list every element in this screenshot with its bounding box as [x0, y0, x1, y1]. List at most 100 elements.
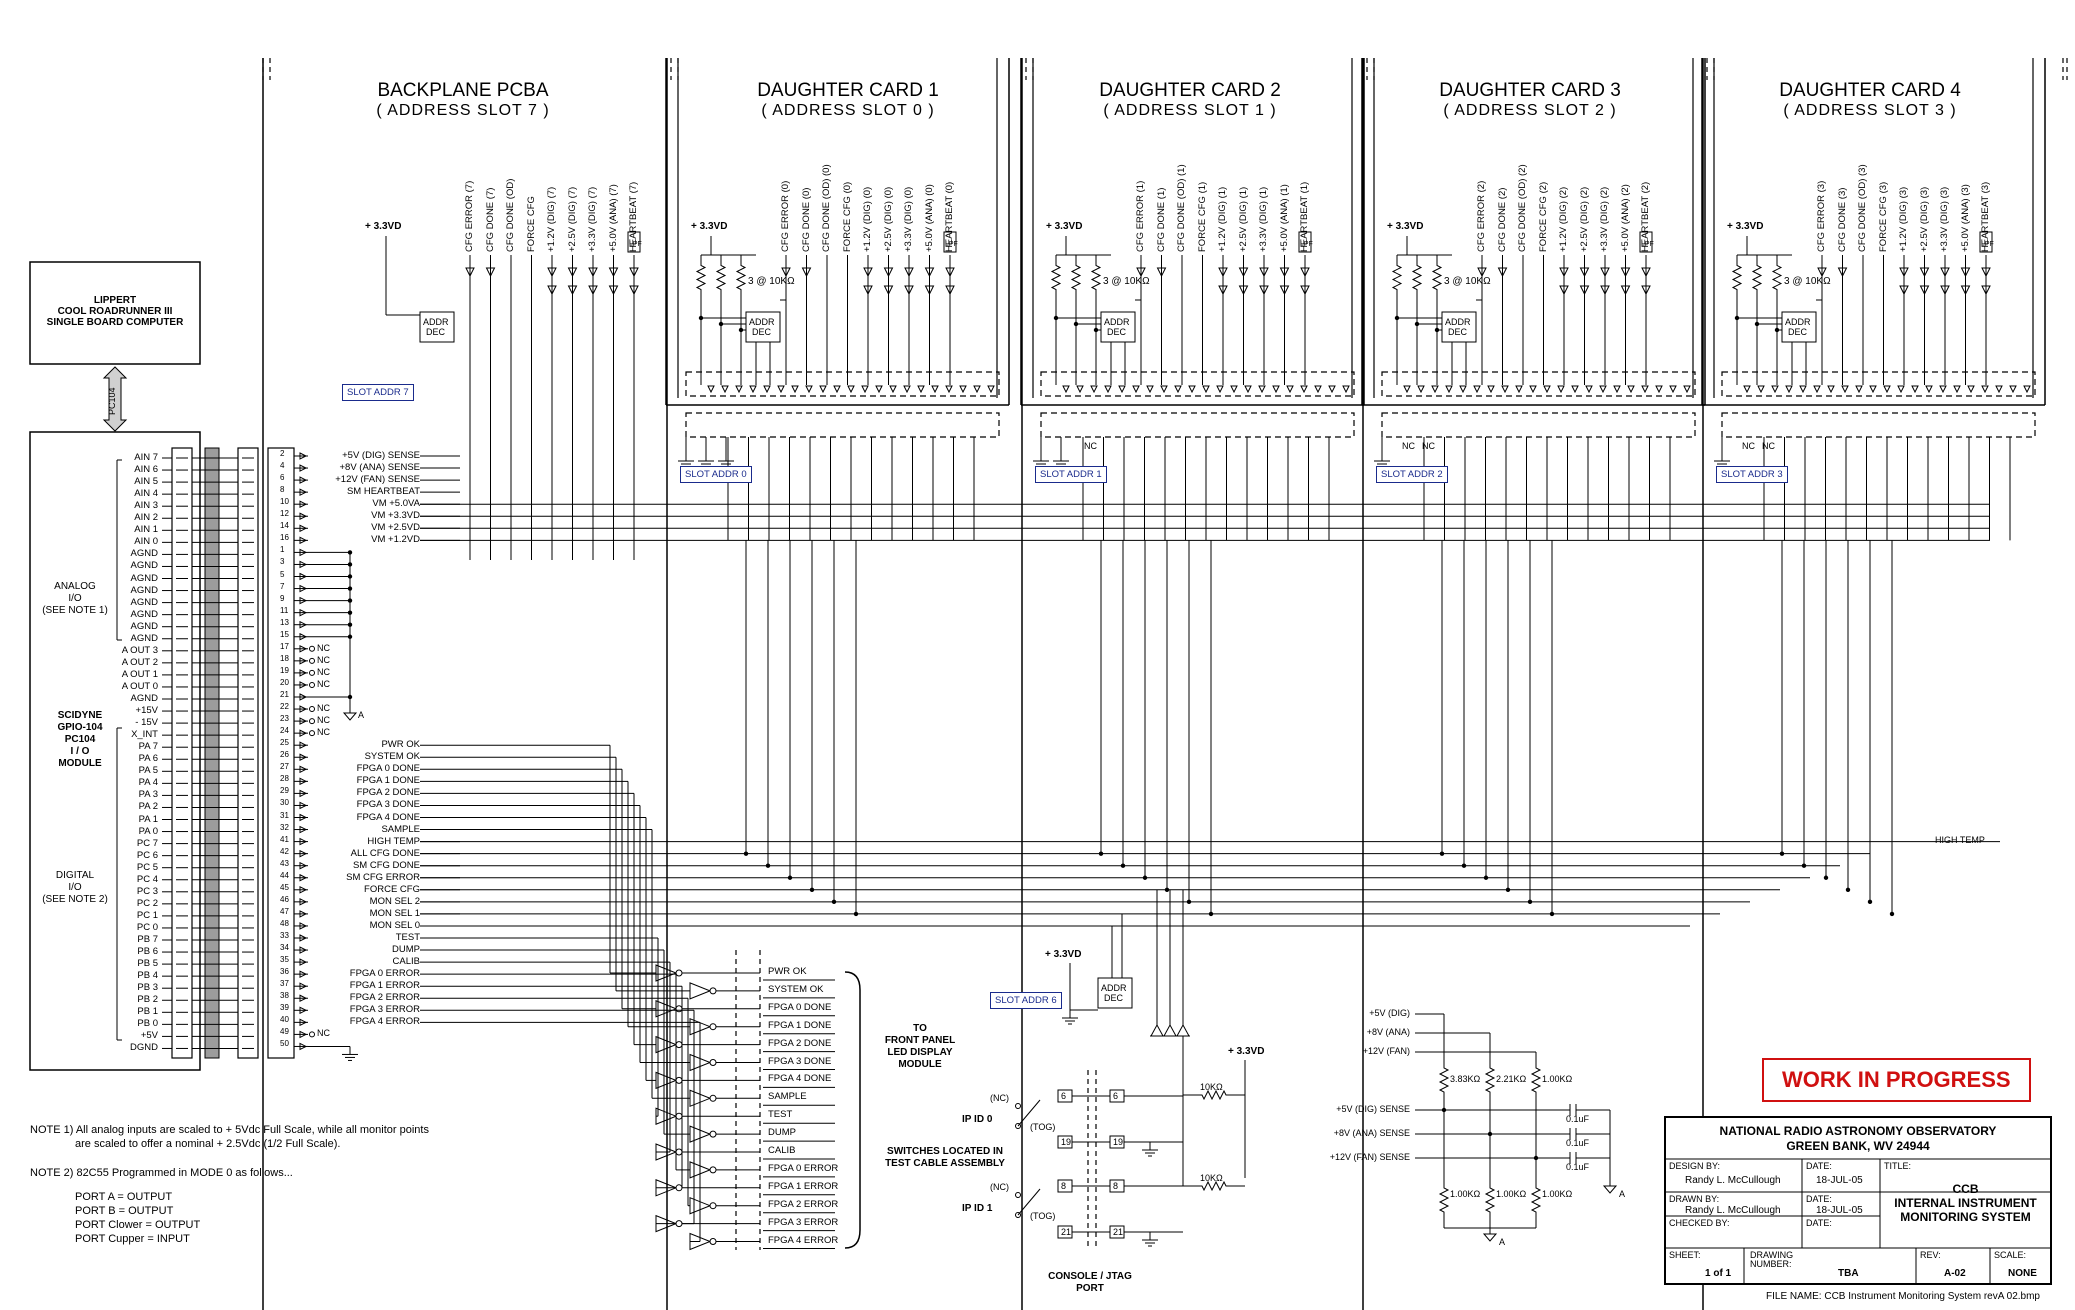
buffer-symbol	[1919, 285, 1930, 296]
io-pin-label: PC 6	[136, 849, 158, 861]
io-pin-label: AIN 6	[134, 464, 158, 476]
card-signal-label: CFG ERROR (0)	[780, 180, 791, 252]
addr-dec-label: ADDR	[749, 317, 775, 327]
wire	[1017, 1188, 1041, 1216]
nc-terminal	[309, 669, 315, 676]
connector-pin-number: 46	[280, 894, 289, 904]
backplane-signal-label: CFG ERROR (7)	[464, 180, 475, 252]
connector-pin-number: 27	[280, 762, 289, 772]
slot-addr-label: SLOT ADDR 3	[1716, 466, 1788, 483]
nc-label: NC	[1084, 441, 1097, 451]
junction-dot	[787, 875, 793, 880]
junction-dot	[765, 863, 771, 868]
junction-dot	[1533, 1155, 1539, 1161]
connector-pin-arrow	[721, 385, 729, 394]
nc-label: NC	[1762, 441, 1775, 451]
lpf-box	[943, 231, 957, 253]
io-pin-label: AGND	[130, 572, 158, 584]
pullup-resistor	[1411, 255, 1423, 300]
io-pin-label: PB 1	[137, 1006, 158, 1018]
buffer-symbol	[1300, 267, 1310, 278]
buffer-symbol	[1559, 267, 1569, 278]
vcc-label: + 3.3VD	[1387, 221, 1424, 232]
inverter-symbol	[655, 1214, 678, 1233]
backplane-signal-label: FORCE CFG	[525, 196, 537, 252]
nc-label: NC	[317, 1028, 330, 1039]
front-panel-signal: FPGA 4 DONE	[768, 1073, 832, 1085]
date-label: DATE:	[1806, 1161, 1832, 1171]
connector-pin-arrow	[1146, 385, 1154, 394]
junction-dot	[1779, 851, 1785, 856]
slot-addr-label: SLOT ADDR 0	[680, 466, 752, 483]
connector-pin-number: 33	[280, 931, 289, 940]
connector-pin-number: 12	[280, 509, 289, 519]
front-panel-signal: PWR OK	[768, 966, 807, 977]
connector-pin-arrow	[1300, 385, 1308, 394]
console-pin-number: 21	[1113, 1227, 1124, 1237]
pin-arrow	[299, 572, 308, 581]
io-pin-label: AGND	[130, 608, 158, 620]
connector-pin-arrow	[1813, 385, 1821, 394]
connector-signal-label: FPGA 1 ERROR	[349, 980, 420, 992]
pullup-resistor	[1070, 255, 1082, 300]
connector-signal-label: VM +5.0VA	[372, 498, 420, 510]
junction-dot	[1549, 911, 1555, 917]
connector-pin-arrow	[1230, 385, 1238, 394]
addr-dec-label: DEC	[426, 327, 446, 337]
resistor-value: 1.00KΩ	[1450, 1189, 1481, 1199]
capacitor-value: 0.1uF	[1566, 1162, 1590, 1172]
connector-pin-arrow	[1174, 385, 1182, 394]
pin-arrow	[299, 885, 308, 894]
connector-pin-arrow	[847, 385, 855, 394]
buffer-symbol	[924, 267, 935, 278]
connector-pin-number: 45	[280, 882, 289, 892]
connector-pin-arrow	[917, 385, 925, 394]
io-pin-label: PA 0	[138, 825, 158, 837]
connector-pin-number: 35	[280, 955, 289, 965]
divider-resistor	[1484, 1180, 1496, 1220]
analog-ground	[1602, 1185, 1618, 1194]
connector-signal-label: DUMP	[392, 944, 420, 956]
connector-pin-number: 31	[280, 810, 289, 820]
console-pin-number: 21	[1061, 1227, 1072, 1237]
junction-dot	[347, 586, 353, 591]
pin-arrow	[299, 777, 308, 786]
connector-signal-label: SAMPLE	[381, 823, 420, 835]
pin-arrow	[299, 813, 308, 822]
connector-pin-number: 9	[280, 593, 285, 603]
card-signal-label: +2.5V (DIG) (3)	[1918, 186, 1930, 252]
pullup-resistor	[1391, 255, 1403, 300]
front-panel-signal: FPGA 0 DONE	[768, 1001, 832, 1013]
switch-location-label: SWITCHES LOCATED IN	[887, 1146, 1003, 1157]
io-module-label: I / O	[70, 746, 90, 757]
addr-dec-label: DEC	[752, 327, 772, 337]
inverter-symbol	[709, 1023, 717, 1031]
analog-io-label: I/O	[68, 593, 82, 604]
card-signal-label: CFG DONE (OD) (1)	[1176, 164, 1187, 252]
capacitor-value: 0.1uF	[1566, 1114, 1590, 1124]
addr-dec-label: DEC	[1104, 993, 1124, 1003]
junction-dot	[1186, 899, 1192, 905]
inverter-symbol	[655, 1107, 678, 1125]
connector-pin-arrow	[1342, 385, 1350, 394]
resistor-value: 2.21KΩ	[1496, 1074, 1527, 1084]
connector-pin-arrow	[805, 385, 813, 394]
junction-dot	[853, 911, 859, 917]
junction-dot	[1441, 1107, 1447, 1113]
pin-arrow	[299, 1006, 308, 1015]
connector-pin-arrow	[763, 385, 771, 394]
junction-dot	[1093, 327, 1099, 333]
design-by-label: DESIGN BY:	[1669, 1161, 1721, 1171]
connector-pin-number: 24	[280, 726, 289, 736]
switch-nc-label: (NC)	[990, 1182, 1009, 1192]
connector-signal-label: MON SEL 2	[369, 895, 420, 907]
buffer-symbol	[945, 285, 955, 296]
work-in-progress-stamp: WORK IN PROGRESS	[1762, 1058, 2031, 1102]
card-connector	[685, 371, 1000, 397]
connector-pin-arrow	[1869, 385, 1877, 394]
connector-pin-arrow	[1771, 385, 1779, 394]
io-pin-label: A OUT 2	[121, 656, 158, 668]
connector-pin-number: 44	[280, 870, 289, 880]
connector-signal-label: FPGA 2 ERROR	[349, 992, 420, 1004]
